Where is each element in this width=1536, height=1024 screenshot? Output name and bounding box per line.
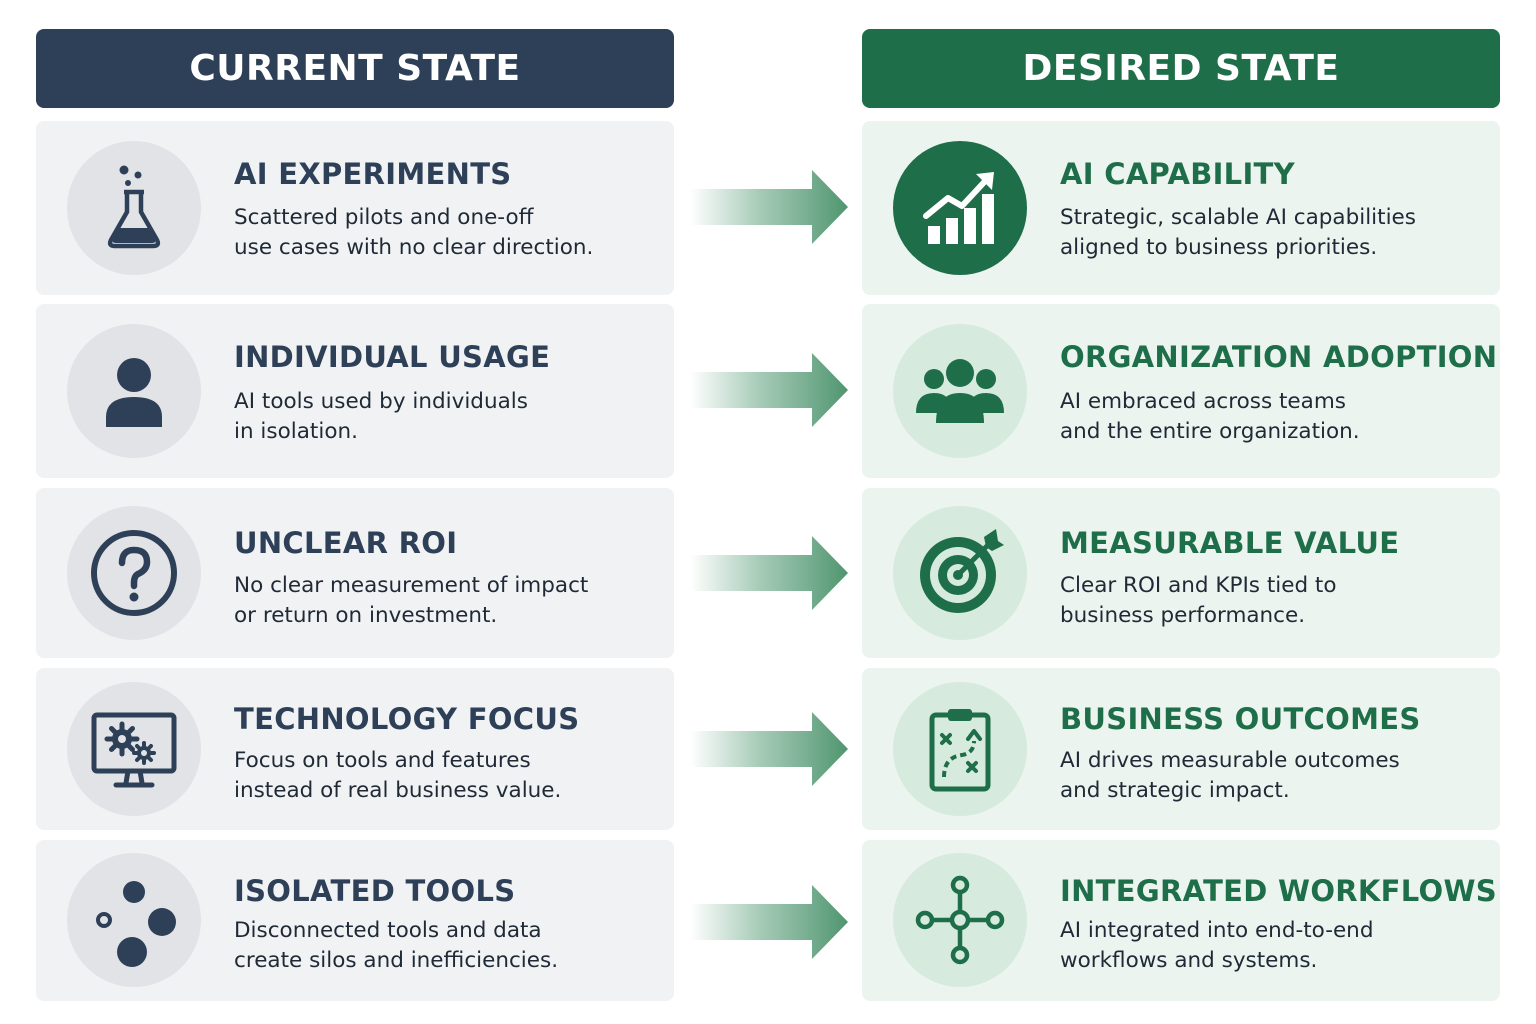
transition-arrow — [690, 536, 848, 610]
card-description: No clear measurement of impact or return… — [234, 573, 589, 628]
card-description: AI integrated into end-to-end workflows … — [1060, 918, 1374, 973]
question-mark-icon — [67, 506, 201, 640]
current-card-isolated-tools: ISOLATED TOOLS Disconnected tools and da… — [36, 840, 674, 1001]
card-description: Focus on tools and features instead of r… — [234, 748, 562, 803]
card-title: INTEGRATED WORKFLOWS — [1060, 874, 1497, 908]
transition-arrow — [690, 353, 848, 427]
card-description: Clear ROI and KPIs tied to business perf… — [1060, 573, 1337, 628]
transition-arrow — [690, 712, 848, 786]
network-nodes-icon — [893, 853, 1027, 987]
card-title: AI EXPERIMENTS — [234, 157, 512, 191]
card-description: Strategic, scalable AI capabilities alig… — [1060, 205, 1416, 260]
current-state-header: CURRENT STATE — [36, 29, 674, 108]
card-title: TECHNOLOGY FOCUS — [234, 702, 580, 736]
current-card-individual-usage: INDIVIDUAL USAGE AI tools used by indivi… — [36, 304, 674, 478]
desired-card-ai-capability: AI CAPABILITY Strategic, scalable AI cap… — [862, 121, 1500, 295]
team-icon — [893, 324, 1027, 458]
card-title: ISOLATED TOOLS — [234, 874, 516, 908]
person-icon — [67, 324, 201, 458]
card-description: AI embraced across teams and the entire … — [1060, 389, 1360, 444]
card-description: AI drives measurable outcomes and strate… — [1060, 748, 1400, 803]
flask-icon — [67, 141, 201, 275]
card-description: Scattered pilots and one-off use cases w… — [234, 205, 594, 260]
growth-chart-icon — [893, 141, 1027, 275]
card-description: Disconnected tools and data create silos… — [234, 918, 559, 973]
scattered-dots-icon — [67, 853, 201, 987]
target-icon — [893, 506, 1027, 640]
card-title: ORGANIZATION ADOPTION — [1060, 340, 1498, 374]
monitor-gears-icon — [67, 682, 201, 816]
current-card-ai-experiments: AI EXPERIMENTS Scattered pilots and one-… — [36, 121, 674, 295]
current-card-unclear-roi: UNCLEAR ROI No clear measurement of impa… — [36, 488, 674, 658]
desired-card-business-outcomes: BUSINESS OUTCOMES AI drives measurable o… — [862, 668, 1500, 830]
desired-card-measurable-value: MEASURABLE VALUE Clear ROI and KPIs tied… — [862, 488, 1500, 658]
current-card-technology-focus: TECHNOLOGY FOCUS Focus on tools and feat… — [36, 668, 674, 830]
card-description: AI tools used by individuals in isolatio… — [234, 389, 528, 444]
card-title: MEASURABLE VALUE — [1060, 526, 1400, 560]
card-title: UNCLEAR ROI — [234, 526, 458, 560]
transition-arrow — [690, 170, 848, 244]
desired-card-organization-adoption: ORGANIZATION ADOPTION AI embraced across… — [862, 304, 1500, 478]
desired-card-integrated-workflows: INTEGRATED WORKFLOWS AI integrated into … — [862, 840, 1500, 1001]
card-title: BUSINESS OUTCOMES — [1060, 702, 1421, 736]
desired-state-header: DESIRED STATE — [862, 29, 1500, 108]
card-title: INDIVIDUAL USAGE — [234, 340, 551, 374]
transition-arrow — [690, 885, 848, 959]
card-title: AI CAPABILITY — [1060, 157, 1295, 191]
clipboard-strategy-icon — [893, 682, 1027, 816]
